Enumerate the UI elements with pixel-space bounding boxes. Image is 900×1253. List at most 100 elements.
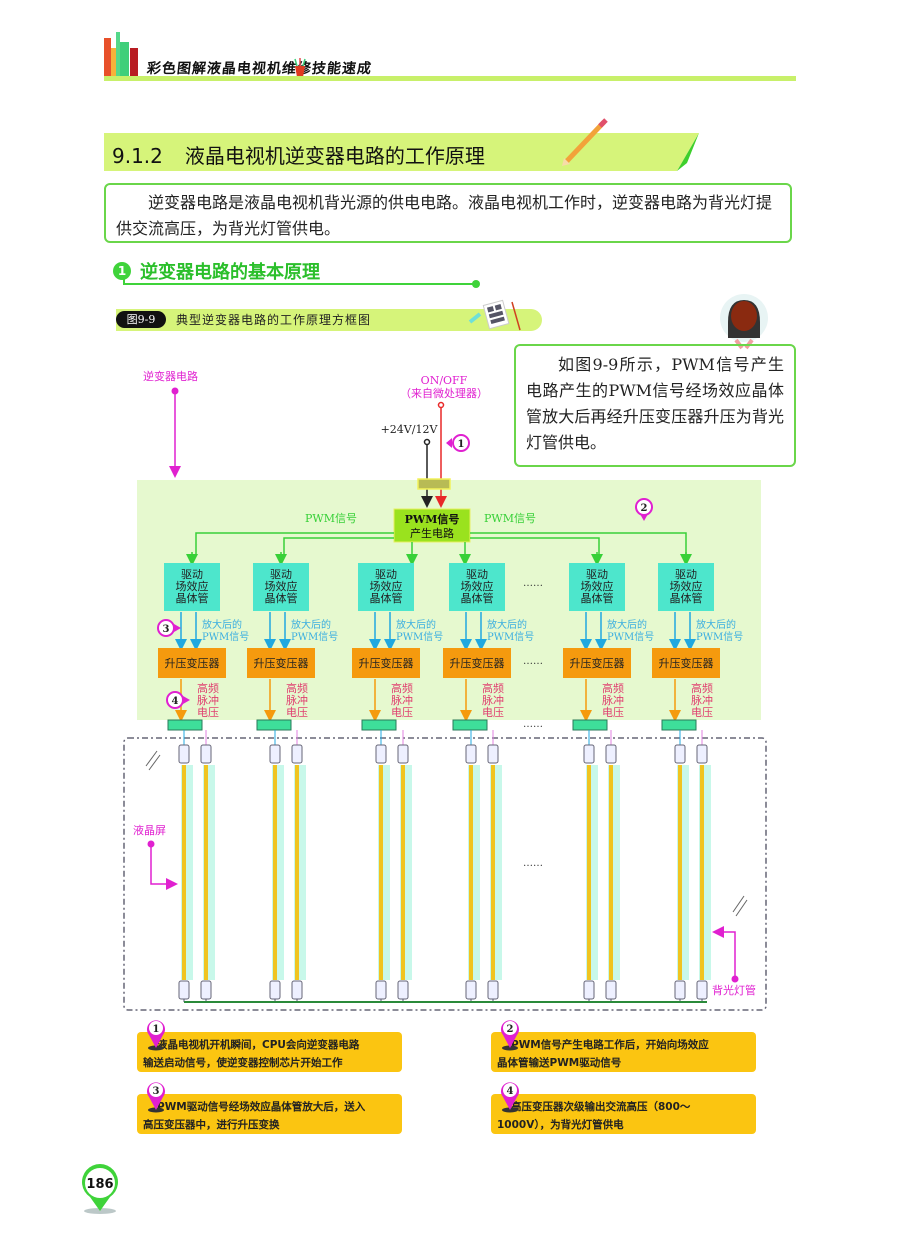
note-line: 高压变压器次级输出交流高压（800～ <box>511 1101 691 1113</box>
tube-electrode-top <box>375 744 387 764</box>
output-connector <box>361 719 397 731</box>
hf-pulse-label: 高频 <box>691 681 713 695</box>
label-backlight-leader <box>712 926 736 979</box>
tube-electrode-bottom <box>200 980 212 1000</box>
marker-1-callout: 1 <box>446 434 470 452</box>
tube-electrode-bottom <box>674 980 686 1000</box>
driver-mosfet-label: 场效应 <box>370 579 403 593</box>
label-onoff: ON/OFF <box>421 374 468 387</box>
section-title-text: 液晶电视机逆变器电路的工作原理 <box>184 144 485 168</box>
pwm-generator-label-2: 产生电路 <box>410 526 454 540</box>
connector-block <box>417 478 451 490</box>
tube-filament <box>379 765 383 980</box>
pwm-signal-label-left: PWM信号 <box>305 512 357 525</box>
tube-electrode-top <box>269 744 281 764</box>
driver-mosfet-block <box>253 563 309 611</box>
page-number-badge: 186 <box>82 1164 118 1214</box>
driver-mosfet-label: 场效应 <box>461 579 494 593</box>
step-up-transformer-label: 升压变压器 <box>659 656 714 670</box>
marker-3-label: 3 <box>163 624 170 635</box>
section-heading-bar <box>104 133 677 171</box>
subsection-rule-dot <box>472 280 480 288</box>
amplified-pwm-label: 放大后的 <box>291 618 331 631</box>
hf-pulse-label: 电压 <box>286 706 308 719</box>
label-inverter-circuit: 逆变器电路 <box>143 369 198 383</box>
tube-electrode-bottom <box>375 980 387 1000</box>
hf-pulse-label: 电压 <box>691 706 713 719</box>
intro-paragraph: 逆变器电路是液晶电视机背光源的供电电路。液晶电视机工作时，逆变器电路为背光灯提供… <box>104 183 792 243</box>
marker-pin-number: 3 <box>153 1086 160 1097</box>
tube-electrode-top <box>200 744 212 764</box>
figure-caption: 典型逆变器电路的工作原理方框图 <box>176 313 372 327</box>
marker-pin-number: 4 <box>507 1086 514 1097</box>
tube-filament <box>491 765 495 980</box>
label-onoff-source: （来自微处理器） <box>400 386 488 400</box>
step-up-transformer-label: 升压变压器 <box>254 656 309 670</box>
marker-3-callout: 3 <box>157 619 181 637</box>
annotation-note-2: PWM信号产生电路工作后，开始向场效应晶体管输送PWM驱动信号 <box>491 1032 756 1072</box>
ellipsis-driver-row: …… <box>523 578 543 589</box>
amplified-pwm-label: 放大后的 <box>607 618 647 631</box>
tube-electrode-top <box>291 744 303 764</box>
output-connector <box>167 719 203 731</box>
hf-pulse-label: 高频 <box>602 681 624 695</box>
books-icon <box>104 32 138 78</box>
pwm-bus-left-inner <box>283 537 394 556</box>
amplified-pwm-label: PWM信号 <box>487 631 534 643</box>
driver-mosfet-label: 驱动 <box>586 568 608 581</box>
hf-pulse-label: 脉冲 <box>391 693 413 707</box>
subsection-number-badge: 1 <box>113 262 131 280</box>
pwm-signal-label-right: PWM信号 <box>484 512 536 525</box>
tube-electrode-top <box>674 744 686 764</box>
annotation-note-3: PWM驱动信号经场效应晶体管放大后，送入高压变压器中，进行升压变换 <box>137 1094 402 1134</box>
pwm-generator-label-1: PWM信号 <box>405 512 460 526</box>
tube-electrode-bottom <box>465 980 477 1000</box>
note-line: PWM信号产生电路工作后，开始向场效应 <box>511 1039 709 1051</box>
marker-pin-number: 1 <box>153 1024 160 1035</box>
hf-pulse-label: 脉冲 <box>286 693 308 707</box>
tube-filament <box>587 765 591 980</box>
step-up-transformer-block <box>563 648 631 678</box>
tube-electrode-bottom <box>291 980 303 1000</box>
pwm-bus-right-inner <box>470 537 600 556</box>
label-power-supply: +24V/12V <box>381 423 439 436</box>
marker-4-callout: 4 <box>166 691 190 709</box>
step-up-transformer-block <box>443 648 511 678</box>
driver-mosfet-label: 场效应 <box>176 579 209 593</box>
step-up-transformer-label: 升压变压器 <box>570 656 625 670</box>
marker-pin-icon: 4 <box>501 1082 519 1113</box>
hf-pulse-label: 脉冲 <box>197 693 219 707</box>
driver-mosfet-label: 驱动 <box>375 568 397 581</box>
label-lcd-screen: 液晶屏 <box>133 823 166 837</box>
hf-pulse-label: 脉冲 <box>482 693 504 707</box>
output-connector <box>661 719 697 731</box>
pencil-icon <box>562 118 608 166</box>
note-line: PWM驱动信号经场效应晶体管放大后，送入 <box>157 1101 366 1113</box>
tube-electrode-bottom <box>178 980 190 1000</box>
subsection-rule-tick <box>123 275 125 285</box>
driver-mosfet-block <box>358 563 414 611</box>
output-connector <box>452 719 488 731</box>
notebook-icon <box>468 299 521 331</box>
tube-electrode-bottom <box>605 980 617 1000</box>
driver-mosfet-block <box>658 563 714 611</box>
driver-mosfet-block <box>164 563 220 611</box>
pwm-bus-left-outer <box>195 532 394 556</box>
output-connector <box>256 719 292 731</box>
note-line: 液晶电视机开机瞬间，CPU会向逆变器电路 <box>157 1039 360 1051</box>
driver-mosfet-label: 驱动 <box>270 568 292 581</box>
pwm-bus-right-outer <box>470 532 687 556</box>
ellipsis-tube-row: …… <box>523 858 543 869</box>
driver-mosfet-label: 驱动 <box>181 568 203 581</box>
label-backlight-tube: 背光灯管 <box>712 983 756 997</box>
note-line: 晶体管输送PWM驱动信号 <box>497 1057 622 1069</box>
figure-caption-bar <box>116 309 542 331</box>
subsection-title: 逆变器电路的基本原理 <box>140 262 320 283</box>
driver-mosfet-label: 晶体管 <box>670 591 703 605</box>
tube-electrode-bottom <box>487 980 499 1000</box>
power-terminal <box>423 438 431 446</box>
tube-electrode-bottom <box>397 980 409 1000</box>
tube-filament <box>678 765 682 980</box>
marker-4-label: 4 <box>172 696 179 707</box>
amplified-pwm-label: 放大后的 <box>202 618 242 631</box>
